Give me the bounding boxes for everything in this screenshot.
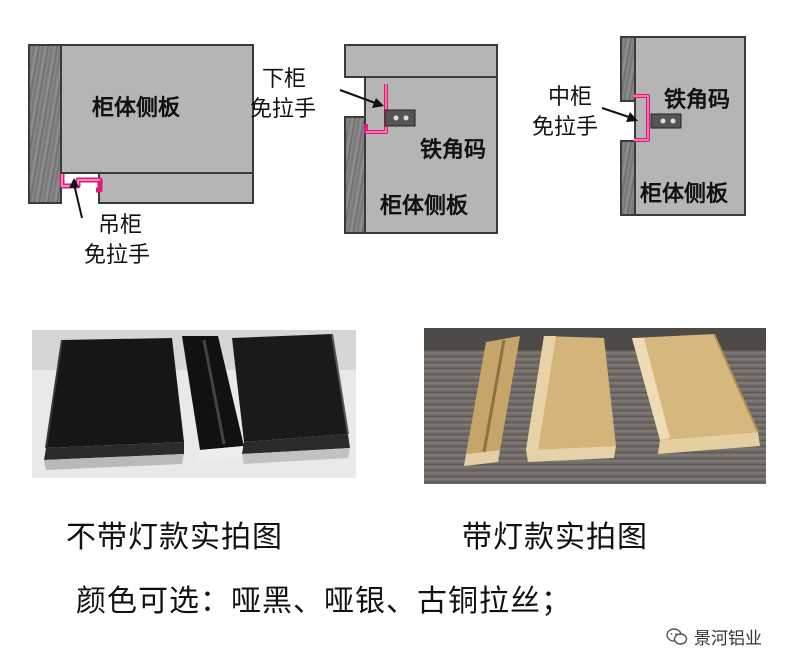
iron-bracket-icon [384, 109, 416, 127]
callout-line1: 下柜 [262, 67, 307, 92]
countertop-panel [344, 44, 498, 78]
photo-with-light [424, 328, 766, 484]
photo-without-light [32, 330, 356, 478]
callout-arrow-icon [339, 89, 384, 108]
watermark-text: 景河铝业 [694, 629, 762, 649]
wechat-icon [666, 627, 688, 645]
upper-door-panel [620, 36, 636, 102]
callout-arrow-icon [601, 107, 638, 122]
caption-with-light: 带灯款实拍图 [462, 520, 648, 555]
caption-without-light: 不带灯款实拍图 [66, 520, 283, 555]
gold-profiles-image [424, 328, 766, 484]
bracket-label: 铁角码 [664, 88, 731, 113]
bracket-label: 铁角码 [420, 138, 487, 163]
iron-bracket-icon [650, 113, 682, 129]
side-panel-label: 柜体侧板 [640, 182, 729, 207]
callout-line1: 中柜 [548, 85, 593, 110]
lower-door-panel [620, 140, 636, 216]
colors-note: 颜色可选：哑黑、哑银、古铜拉丝； [76, 584, 572, 619]
callout-line2: 免拉手 [532, 115, 599, 140]
callout-line2: 免拉手 [84, 243, 151, 268]
cabinet-bottom-panel [98, 172, 254, 204]
callout-line2: 免拉手 [250, 97, 317, 122]
cabinet-side-panel [60, 44, 254, 174]
watermark: 景河铝业 [666, 624, 762, 649]
black-profiles-image [32, 330, 356, 478]
side-panel-label: 柜体侧板 [92, 96, 181, 121]
handle-profile-icon [634, 94, 650, 142]
handle-profile-icon [364, 84, 388, 134]
callout-line1: 吊柜 [98, 213, 143, 238]
callout-arrow-icon [69, 178, 83, 219]
side-panel-label: 柜体侧板 [380, 194, 469, 219]
door-panel [344, 116, 366, 234]
